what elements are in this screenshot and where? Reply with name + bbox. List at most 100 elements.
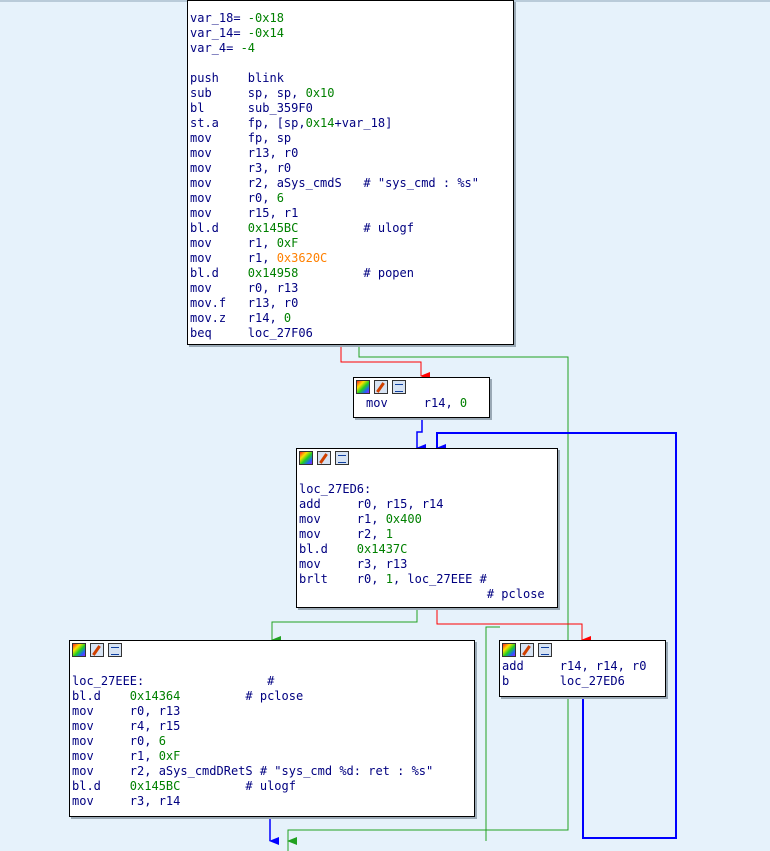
code-token-mn: bl.d bbox=[72, 689, 130, 703]
code-token-op: r1, bbox=[129, 749, 159, 763]
graph-view-icon[interactable] bbox=[108, 643, 122, 657]
edit-icon[interactable] bbox=[520, 643, 534, 657]
code-token-mn: mov bbox=[299, 512, 357, 526]
code-token-op: sp, sp, bbox=[247, 86, 306, 100]
code-line[interactable]: bl sub_359F0 bbox=[190, 101, 511, 116]
code-line[interactable]: st.a fp, [sp,0x14+var_18] bbox=[190, 116, 511, 131]
code-line[interactable]: mov r2, aSys_cmdS # "sys_cmd : %s" bbox=[190, 176, 511, 191]
color-palette-icon[interactable] bbox=[502, 643, 516, 657]
code-token-num: 0xF bbox=[158, 749, 181, 763]
edit-icon[interactable] bbox=[317, 451, 331, 465]
code-token-mn: bl.d bbox=[299, 542, 357, 556]
node-toolbar bbox=[70, 641, 474, 659]
code-token-num: -0x14 bbox=[247, 26, 284, 40]
code-block-mov-r14[interactable]: mov r14, 0 bbox=[353, 377, 490, 418]
code-token-op: r0, r15, r14 bbox=[356, 497, 444, 511]
code-token-num: 6 bbox=[276, 191, 284, 205]
code-line[interactable]: mov fp, sp bbox=[190, 131, 511, 146]
code-line[interactable]: b loc_27ED6 bbox=[502, 674, 663, 689]
code-line[interactable]: beq loc_27F06 bbox=[190, 326, 511, 341]
code-line[interactable]: mov.f r13, r0 bbox=[190, 296, 511, 311]
color-palette-icon[interactable] bbox=[72, 643, 86, 657]
code-line[interactable]: mov r13, r0 bbox=[190, 146, 511, 161]
code-token-op: r15, r1 bbox=[247, 206, 299, 220]
code-token-cm: # popen bbox=[298, 266, 414, 280]
code-line[interactable]: loc_27ED6: bbox=[299, 482, 555, 497]
code-line[interactable]: mov r15, r1 bbox=[190, 206, 511, 221]
code-token-mn: mov bbox=[72, 704, 130, 718]
code-token-op: r0, bbox=[247, 191, 277, 205]
code-line[interactable]: mov r1, 0x400 bbox=[299, 512, 555, 527]
code-line[interactable]: var_4= -4 bbox=[190, 41, 511, 56]
code-token-num: 0x145BC bbox=[247, 221, 299, 235]
code-token-mn: mov bbox=[190, 206, 248, 220]
code-line[interactable]: bl.d 0x14958 # popen bbox=[190, 266, 511, 281]
code-line[interactable]: mov r0, r13 bbox=[72, 704, 472, 719]
node-toolbar bbox=[500, 641, 665, 659]
color-palette-icon[interactable] bbox=[356, 380, 370, 394]
code-lines: mov r14, 0 bbox=[354, 396, 489, 411]
color-palette-icon[interactable] bbox=[299, 451, 313, 465]
code-line[interactable]: add r0, r15, r14 bbox=[299, 497, 555, 512]
code-line[interactable]: brlt r0, 1, loc_27EEE # bbox=[299, 572, 555, 587]
code-line[interactable]: bl.d 0x14364 # pclose bbox=[72, 689, 472, 704]
code-token-num: 1 bbox=[385, 527, 393, 541]
code-line[interactable] bbox=[190, 56, 511, 71]
code-token-mn: mov bbox=[366, 396, 424, 410]
code-line[interactable]: mov r3, r0 bbox=[190, 161, 511, 176]
code-line[interactable]: var_18= -0x18 bbox=[190, 11, 511, 26]
code-line[interactable]: mov r1, 0xF bbox=[190, 236, 511, 251]
code-token-lab: loc_27ED6: bbox=[299, 482, 372, 496]
code-line[interactable]: mov r2, 1 bbox=[299, 527, 555, 542]
code-token-mn: mov bbox=[72, 794, 130, 808]
code-token-num: 0x14364 bbox=[129, 689, 181, 703]
code-token-num: 0x145BC bbox=[129, 779, 181, 793]
code-line[interactable]: mov r3, r13 bbox=[299, 557, 555, 572]
code-token-op: r13, r0 bbox=[247, 296, 299, 310]
code-line[interactable]: push blink bbox=[190, 71, 511, 86]
code-line[interactable]: mov r0, 6 bbox=[72, 734, 472, 749]
code-line[interactable]: mov r4, r15 bbox=[72, 719, 472, 734]
code-line[interactable] bbox=[72, 659, 472, 674]
code-token-mn: mov bbox=[299, 557, 357, 571]
code-line[interactable]: mov r14, 0 bbox=[366, 396, 487, 411]
code-line[interactable]: mov r2, aSys_cmdDRetS # "sys_cmd %d: ret… bbox=[72, 764, 472, 779]
code-line[interactable]: mov r0, 6 bbox=[190, 191, 511, 206]
graph-view-icon[interactable] bbox=[538, 643, 552, 657]
code-token-mn: b bbox=[502, 674, 560, 688]
code-line[interactable]: mov r0, r13 bbox=[190, 281, 511, 296]
edit-icon[interactable] bbox=[90, 643, 104, 657]
code-line[interactable]: bl.d 0x145BC # ulogf bbox=[72, 779, 472, 794]
code-line[interactable]: loc_27EEE: # bbox=[72, 674, 472, 689]
code-line[interactable]: bl.d 0x145BC # ulogf bbox=[190, 221, 511, 236]
code-line[interactable]: add r14, r14, r0 bbox=[502, 659, 663, 674]
graph-view-icon[interactable] bbox=[335, 451, 349, 465]
graph-view-icon[interactable] bbox=[392, 380, 406, 394]
edge-true-entry bbox=[287, 345, 569, 851]
code-token-op: r2, bbox=[356, 527, 386, 541]
code-line[interactable]: mov r1, 0xF bbox=[72, 749, 472, 764]
code-token-mn: add bbox=[299, 497, 357, 511]
code-line[interactable]: sub sp, sp, 0x10 bbox=[190, 86, 511, 101]
code-token-op: r1, bbox=[356, 512, 386, 526]
edge-green-bottom bbox=[485, 626, 500, 841]
code-line[interactable] bbox=[299, 467, 555, 482]
code-line[interactable]: mov r3, r14 bbox=[72, 794, 472, 809]
edit-icon[interactable] bbox=[374, 380, 388, 394]
code-token-mn: bl bbox=[190, 101, 248, 115]
code-token-cm: # ulogf bbox=[298, 221, 414, 235]
code-line[interactable]: bl.d 0x1437C bbox=[299, 542, 555, 557]
code-token-num: 0 bbox=[283, 311, 292, 325]
code-token-mn: mov.f bbox=[190, 296, 248, 310]
code-line[interactable]: var_14= -0x14 bbox=[190, 26, 511, 41]
code-line[interactable]: mov.z r14, 0 bbox=[190, 311, 511, 326]
code-line[interactable]: mov r1, 0x3620C bbox=[190, 251, 511, 266]
code-line[interactable]: # pclose bbox=[299, 587, 555, 602]
